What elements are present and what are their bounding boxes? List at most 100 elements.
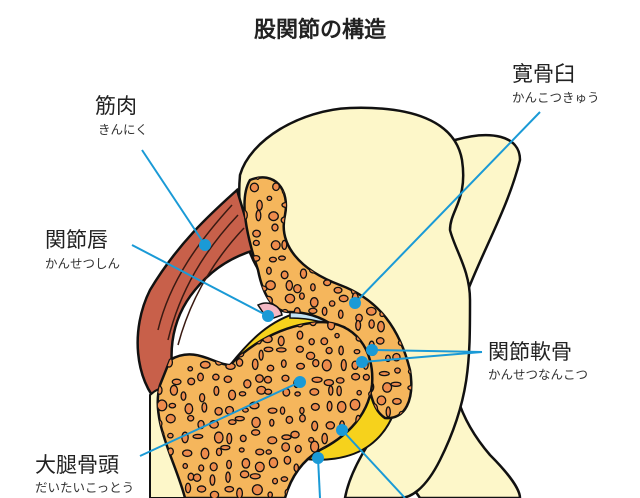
bone-pore <box>236 487 244 498</box>
bone-pore <box>321 306 328 317</box>
bone-pore <box>209 462 218 472</box>
reading-femoral-head: だいたいこっとう <box>35 480 135 495</box>
bone-pore <box>298 292 305 300</box>
label-labrum: 関節唇 <box>45 228 108 252</box>
bone-pore <box>244 337 248 343</box>
leader-labrum <box>131 244 269 317</box>
bone-pore <box>200 322 210 328</box>
bone-pore <box>281 374 290 382</box>
bone-pore <box>209 474 216 486</box>
bone-pore <box>222 322 229 324</box>
bone-pore <box>281 442 291 452</box>
bone-pore <box>266 364 275 372</box>
bone-pore <box>255 448 265 456</box>
bone-pore <box>200 447 210 460</box>
bone-pore <box>309 322 318 327</box>
reading-muscle: きんにく <box>98 122 148 137</box>
bone-pore <box>294 391 301 397</box>
bone-pore <box>235 358 244 367</box>
bone-pore <box>251 358 259 371</box>
bone-pore <box>226 432 233 445</box>
bone-pore <box>197 372 204 382</box>
bone-pore <box>180 346 187 353</box>
bone-pore <box>238 447 245 453</box>
bone-pore <box>244 272 248 280</box>
bone-pore <box>280 476 289 482</box>
bone-pore <box>255 322 264 331</box>
leader-bottom-1 <box>317 457 321 498</box>
bone-pore <box>351 372 361 381</box>
bone-pore <box>196 485 207 493</box>
bone-pore <box>165 413 176 424</box>
bone-pore <box>239 434 247 443</box>
bone-pore <box>365 306 377 316</box>
bone-pore <box>308 307 318 315</box>
bone-pore <box>255 374 264 383</box>
bone-pore <box>277 255 287 261</box>
bone-pore <box>244 325 251 336</box>
bone-pore <box>309 283 316 292</box>
bone-pore <box>187 414 195 422</box>
bone-pore <box>340 358 347 372</box>
bone-pore <box>375 337 385 345</box>
bone-pore <box>271 223 279 232</box>
bone-pore <box>249 182 260 193</box>
bone-pore <box>332 475 342 483</box>
leader-acetabulum <box>354 111 541 304</box>
bone-pore <box>312 358 320 368</box>
bone-pore <box>299 468 307 480</box>
bone-pore <box>227 389 237 401</box>
bone-pore <box>265 449 273 455</box>
bone-pore <box>238 391 247 397</box>
bone-pore <box>293 463 300 473</box>
bone-pore <box>272 182 280 192</box>
bone-pore <box>211 334 222 344</box>
bone-pore <box>293 283 302 294</box>
bone-pore <box>284 293 296 304</box>
bone-pore <box>243 379 252 389</box>
bone-pore <box>198 464 205 472</box>
bone-pore <box>272 477 279 485</box>
bone-pore <box>187 377 196 386</box>
bone-pore <box>267 436 278 445</box>
bone-pore <box>368 319 375 329</box>
bone-pore <box>268 211 279 222</box>
bone-pore <box>311 376 323 383</box>
bone-pore <box>258 349 264 361</box>
label-femoral-head: 大腿骨頭 <box>35 453 119 477</box>
bone-pore <box>378 370 390 377</box>
bone-pore <box>249 473 261 480</box>
bone-pore <box>336 400 347 413</box>
bone-pore <box>192 473 202 482</box>
bone-pore <box>267 491 274 498</box>
bone-pore <box>334 332 340 339</box>
bone-pore <box>248 313 260 320</box>
bone-pore <box>255 209 262 222</box>
bone-pore <box>223 375 233 384</box>
bone-pore <box>309 297 319 308</box>
bone-pore <box>295 345 305 353</box>
bone-pore <box>362 373 370 381</box>
bone-pore <box>407 384 412 391</box>
bone-pore <box>213 385 220 396</box>
reading-cartilage: かんせつなんこつ <box>488 367 589 382</box>
bone-pore <box>335 377 345 384</box>
bone-pore <box>338 345 344 356</box>
bone-pore <box>264 388 273 395</box>
bone-pore <box>268 457 279 469</box>
leader-cartilage-1 <box>371 349 483 353</box>
bone-pore <box>356 389 362 396</box>
bone-pore <box>239 470 250 479</box>
bone-pore <box>270 240 281 251</box>
dot-cartilage-1 <box>366 344 378 356</box>
leader-muscle <box>141 149 206 246</box>
bone-pore <box>326 400 333 412</box>
reading-labrum: かんせつしん <box>45 256 121 271</box>
bone-pore <box>244 284 249 291</box>
bone-pore <box>326 477 334 484</box>
bone-pore <box>305 351 316 361</box>
bone-pore <box>281 434 292 441</box>
bone-pore <box>214 406 223 416</box>
bone-pore <box>253 295 260 305</box>
bone-pore <box>338 294 349 303</box>
